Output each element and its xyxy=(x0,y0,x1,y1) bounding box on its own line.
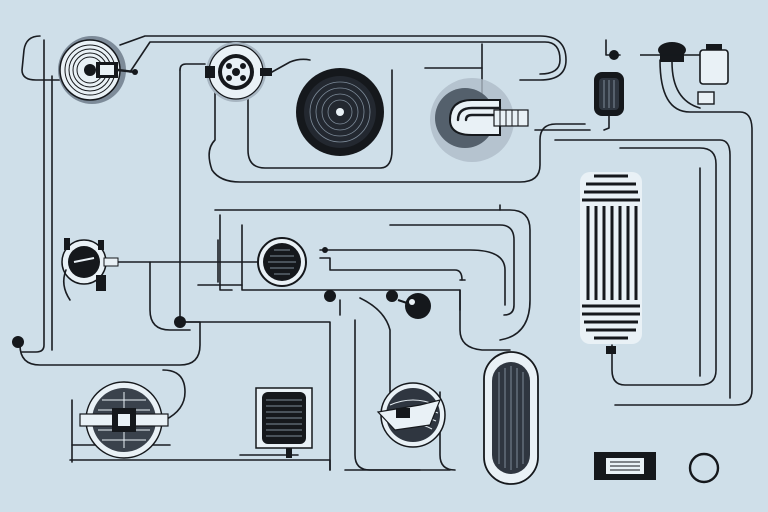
large-fan-top xyxy=(296,68,384,156)
capsule-heater xyxy=(483,351,539,485)
small-fan-center xyxy=(257,237,328,287)
pressure-tank xyxy=(594,50,624,131)
turbine-bottom xyxy=(376,382,446,448)
filter-box xyxy=(255,387,313,458)
radiator-right xyxy=(580,172,642,354)
gear-motor-top xyxy=(205,42,311,102)
fan-unit-top-left xyxy=(58,36,138,104)
coil-pump-top-right xyxy=(430,78,529,162)
control-box xyxy=(594,452,656,480)
valve-cluster xyxy=(640,42,729,105)
switch-knob xyxy=(12,290,431,348)
pressure-gauge-left xyxy=(61,238,119,301)
ring-port xyxy=(688,452,720,484)
fan-unit-bottom-left xyxy=(79,381,169,459)
